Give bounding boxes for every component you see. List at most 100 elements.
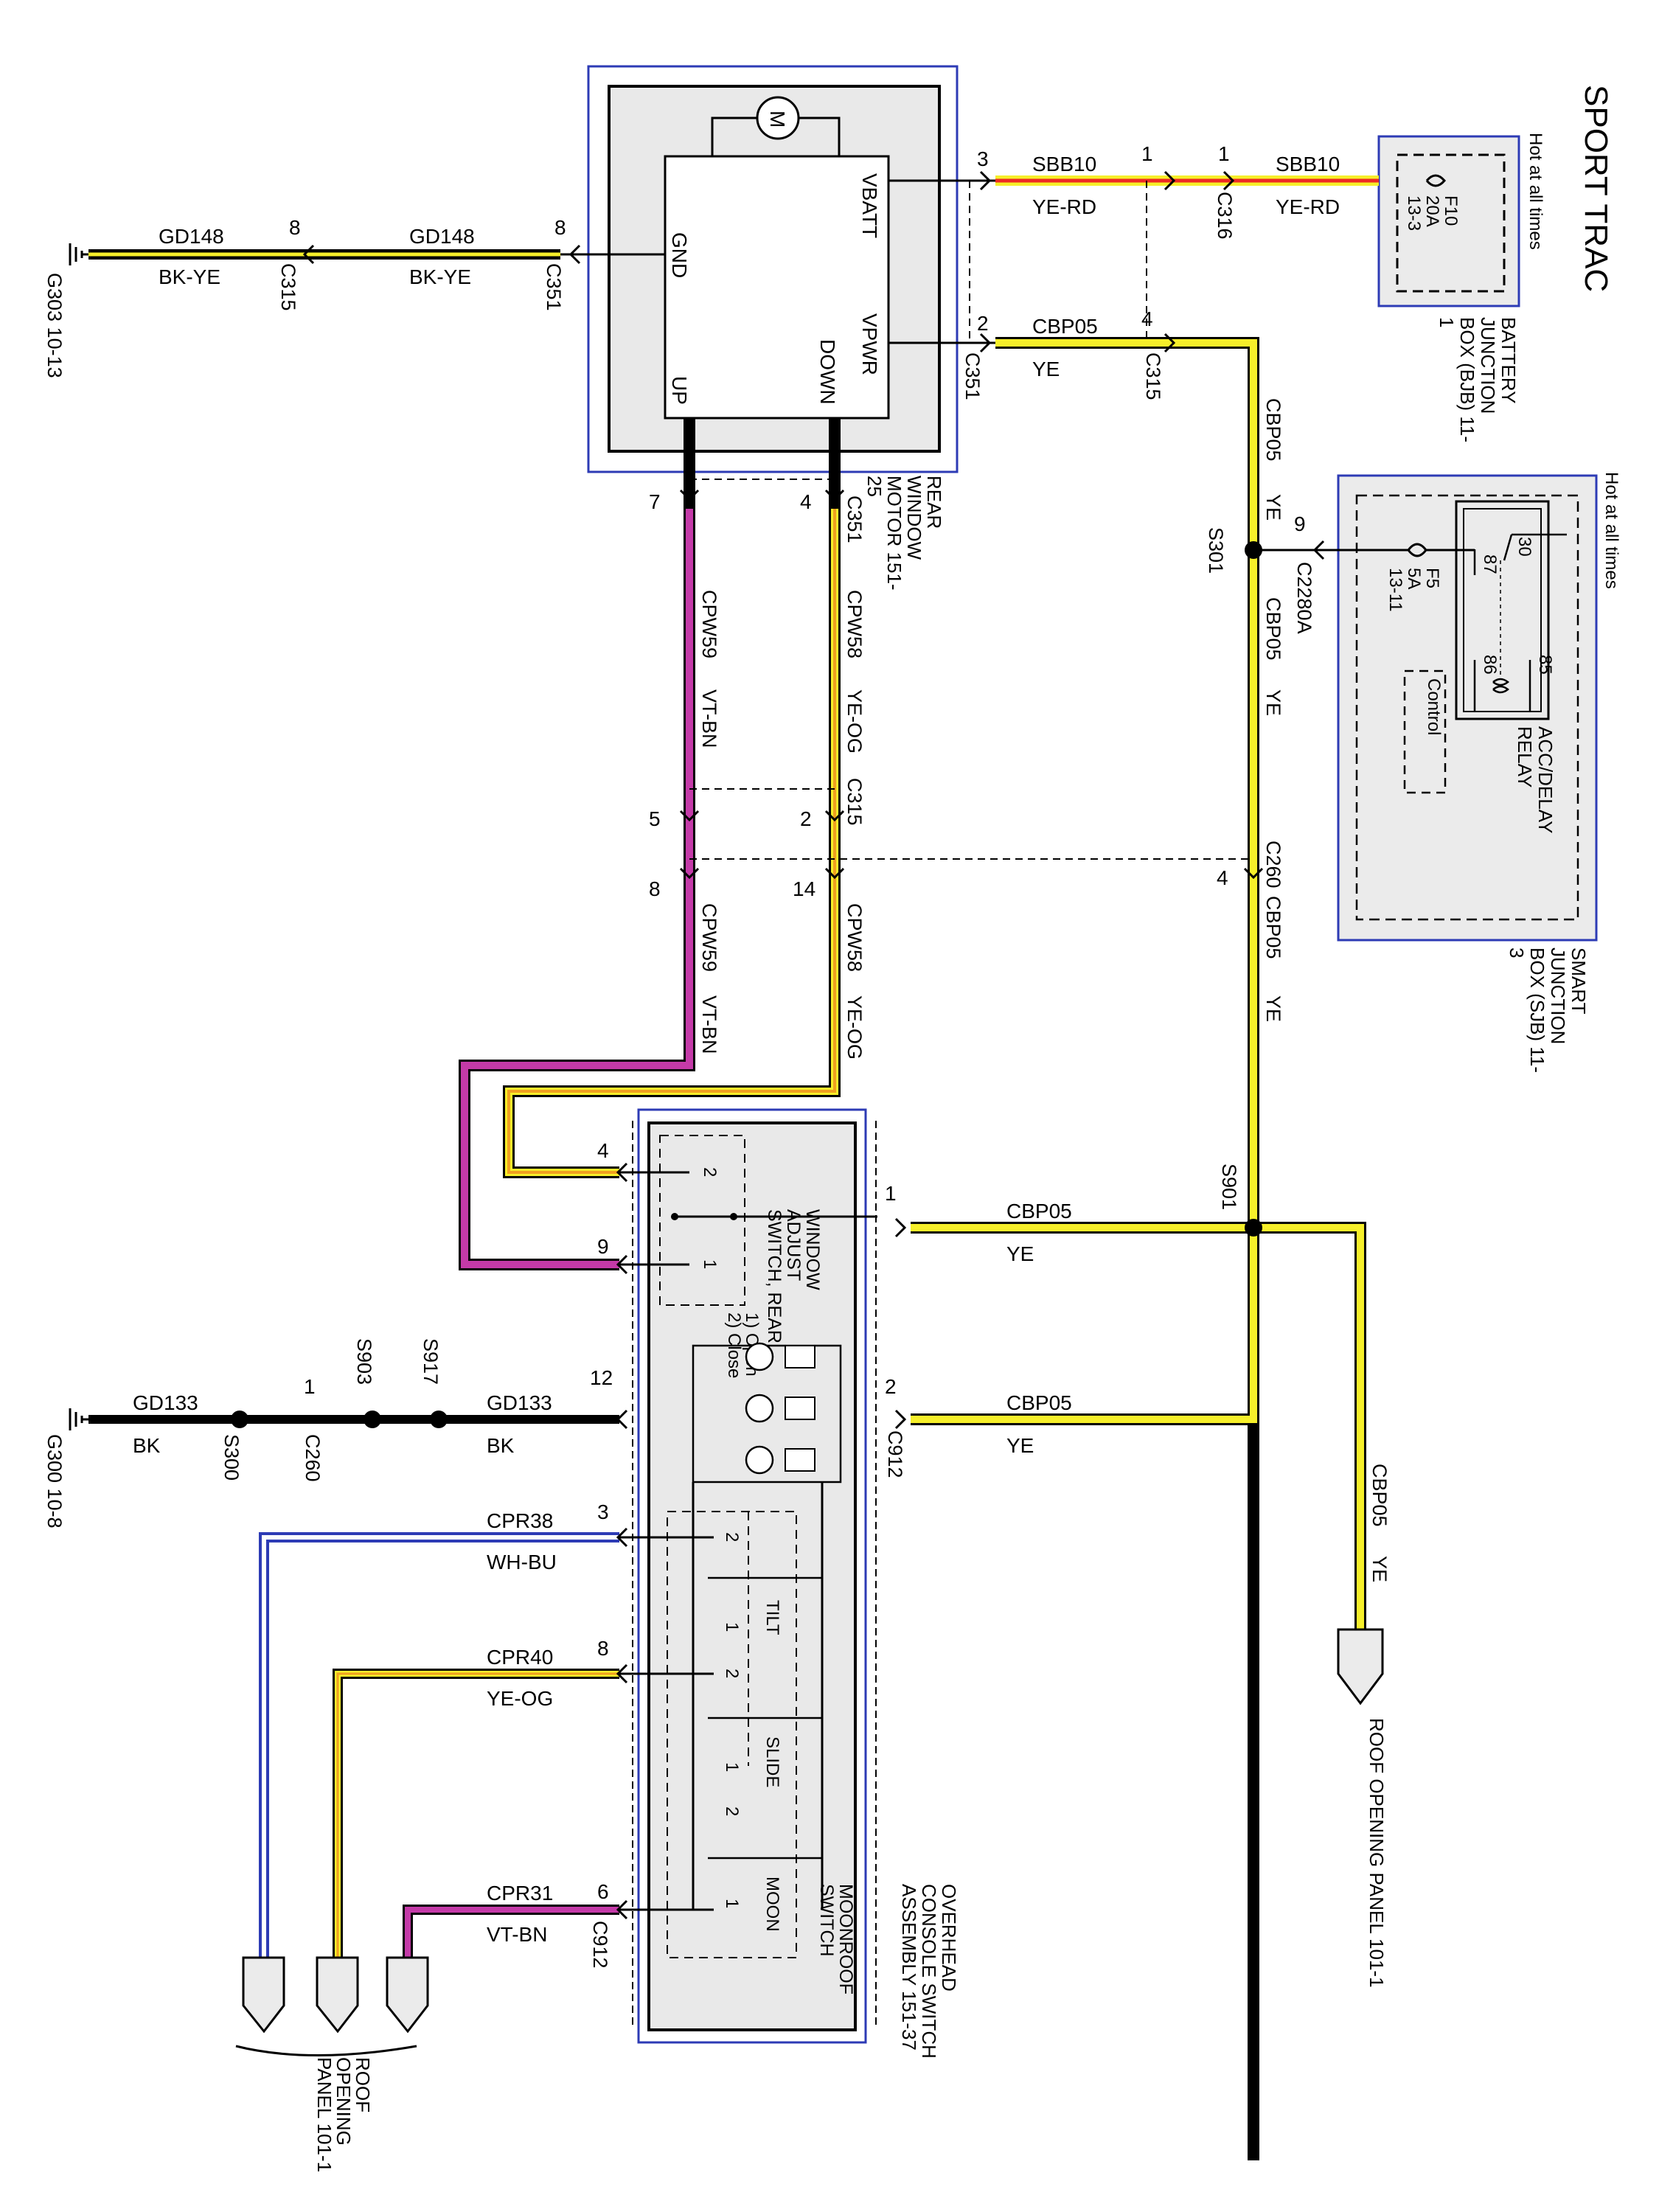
relay-pin-85: 85: [1535, 655, 1555, 675]
svg-text:4: 4: [800, 490, 812, 513]
svg-text:YE: YE: [1262, 995, 1284, 1022]
svg-text:BK: BK: [487, 1434, 515, 1457]
svg-text:8: 8: [289, 216, 301, 239]
svg-text:S917: S917: [420, 1338, 442, 1385]
svg-text:1: 1: [885, 1182, 897, 1205]
battery-junction-box: Hot at all times F10 20A 13-3 BATTERY JU…: [1377, 133, 1545, 443]
svg-text:YE-RD: YE-RD: [1276, 195, 1340, 218]
svg-text:CPR40: CPR40: [487, 1646, 553, 1669]
ground-g303: [69, 243, 88, 265]
window-switch-label: WINDOW ADJUST SWITCH, REAR: [764, 1209, 823, 1343]
svg-text:1: 1: [1218, 142, 1230, 165]
svg-text:YE-OG: YE-OG: [844, 995, 866, 1060]
svg-text:C315: C315: [844, 778, 866, 826]
svg-text:YE: YE: [1368, 1556, 1391, 1582]
fuse-f10-icon: [1425, 174, 1446, 187]
slide-text: SLIDE: [762, 1736, 782, 1787]
splice-s901: [1245, 1219, 1262, 1237]
svg-text:CBP05: CBP05: [1262, 597, 1284, 661]
svg-text:7: 7: [649, 490, 661, 513]
svg-text:S901: S901: [1218, 1164, 1240, 1210]
smart-junction-box: Hot at all times 30 87 85 86 F5 5A 13-11…: [1335, 472, 1621, 1073]
svg-text:WH-BU: WH-BU: [487, 1551, 557, 1573]
svg-text:9: 9: [1294, 512, 1306, 535]
relay-coil-icon: [1492, 678, 1510, 694]
svg-text:G303 10-13: G303 10-13: [44, 273, 66, 378]
svg-text:C260: C260: [302, 1434, 324, 1482]
moonroof-switch-label: MOONROOF SWITCH: [816, 1884, 856, 1994]
svg-text:YE-RD: YE-RD: [1032, 195, 1096, 218]
splices: [231, 541, 1262, 1428]
bjb-fuse-amp: 20A: [1422, 195, 1442, 227]
svg-text:CPW58: CPW58: [844, 590, 866, 658]
svg-text:CPW59: CPW59: [698, 903, 720, 972]
led-icon: [745, 1342, 774, 1371]
svg-text:GD133: GD133: [487, 1391, 552, 1414]
relay-pin-87: 87: [1480, 554, 1500, 574]
motor-vpwr-text: VPWR: [858, 313, 881, 375]
svg-text:3: 3: [597, 1500, 609, 1523]
sjb-fuse-f5: F5: [1422, 568, 1442, 588]
svg-text:S903: S903: [353, 1338, 375, 1385]
splice-s903: [364, 1411, 381, 1428]
overhead-label: OVERHEAD CONSOLE SWITCH ASSEMBLY 151-37: [898, 1884, 960, 2059]
bjb-hot-text: Hot at all times: [1526, 133, 1545, 250]
roof-panel-right-label: ROOF OPENING PANEL 101-1: [1366, 1718, 1388, 1988]
svg-text:VT-BN: VT-BN: [487, 1923, 547, 1946]
svg-text:4: 4: [597, 1139, 609, 1162]
diagram-title: SPORT TRAC: [1578, 85, 1614, 292]
svg-text:C316: C316: [1214, 192, 1236, 240]
sjb-control-text: Control: [1424, 678, 1444, 735]
svg-text:SBB10: SBB10: [1276, 153, 1340, 175]
connector-left-3-icon: [386, 1956, 429, 2034]
svg-text:C315: C315: [277, 263, 299, 311]
svg-text:CPW59: CPW59: [698, 590, 720, 658]
svg-text:2: 2: [977, 312, 989, 335]
svg-text:GD133: GD133: [133, 1391, 198, 1414]
bjb-fuse-f10: F10: [1441, 195, 1461, 226]
svg-text:12: 12: [590, 1366, 613, 1389]
svg-text:4: 4: [1217, 866, 1228, 889]
svg-text:GD148: GD148: [409, 225, 475, 248]
sjb-hot-text: Hot at all times: [1601, 472, 1621, 589]
svg-text:3: 3: [977, 147, 989, 170]
svg-text:YE: YE: [1262, 689, 1284, 716]
bjb-label: BATTERY JUNCTION BOX (BJB) 11-1: [1438, 317, 1520, 443]
svg-text:2: 2: [722, 1806, 742, 1816]
svg-text:SBB10: SBB10: [1032, 153, 1096, 175]
svg-text:C315: C315: [1142, 352, 1164, 400]
sjb-fuse-amp: 5A: [1404, 568, 1424, 589]
svg-text:5: 5: [649, 807, 661, 830]
svg-text:CBP05: CBP05: [1006, 1200, 1072, 1222]
svg-text:CBP05: CBP05: [1368, 1464, 1391, 1527]
motor-gnd-text: GND: [668, 232, 691, 278]
connector-left-1-icon: [242, 1956, 285, 2034]
svg-text:1: 1: [700, 1259, 720, 1269]
motor-down-text: DOWN: [816, 339, 839, 405]
svg-text:YE: YE: [1262, 494, 1284, 521]
svg-text:8: 8: [649, 877, 661, 900]
svg-text:YE: YE: [1006, 1242, 1034, 1265]
svg-text:YE-OG: YE-OG: [487, 1687, 553, 1710]
svg-text:C351: C351: [543, 263, 565, 311]
overhead-console-switch-assembly: 2 1 WINDOW ADJUST SWITCH, REAR 1) Open 2…: [619, 1108, 960, 2059]
svg-text:C912: C912: [884, 1430, 906, 1478]
sjb-fuse-ref: 13-11: [1385, 568, 1405, 612]
moon-text: MOON: [762, 1877, 782, 1932]
svg-text:YE: YE: [1032, 358, 1060, 380]
svg-text:CBP05: CBP05: [1262, 896, 1284, 959]
svg-text:YE-OG: YE-OG: [844, 689, 866, 754]
tilt-text: TILT: [762, 1600, 782, 1635]
svg-text:6: 6: [597, 1880, 609, 1903]
svg-text:2: 2: [800, 807, 812, 830]
motor-up-text: UP: [668, 376, 691, 405]
motor-m-text: M: [766, 111, 789, 128]
wire-labels: SBB10 YE-RD SBB10 YE-RD GD148 BK-YE GD14…: [133, 153, 1340, 1946]
svg-text:2: 2: [885, 1375, 897, 1398]
svg-text:BK-YE: BK-YE: [159, 265, 220, 288]
rear-window-motor: M VBATT GND VPWR DOWN UP REAR WINDOW MOT…: [587, 65, 959, 591]
svg-text:1: 1: [304, 1375, 316, 1398]
motor-vbatt-text: VBATT: [858, 173, 881, 238]
pin-numbers: 3 1 1 2 4 8 8 7 4 5 2 8 14 4 9 1 2 4 9 1…: [289, 142, 1306, 1903]
